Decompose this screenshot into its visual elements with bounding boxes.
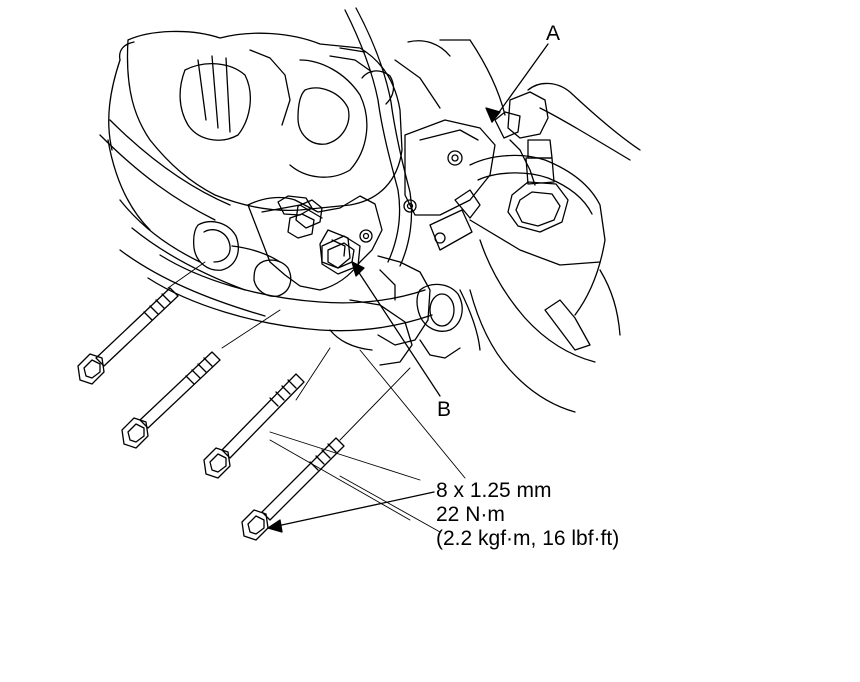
bolt-torque-alt: (2.2 kgf·m, 16 lbf·ft) <box>436 527 620 550</box>
bolt-guide-lines <box>167 261 466 533</box>
bolt-3 <box>203 373 305 479</box>
callout-b-leader <box>351 261 441 397</box>
bolt-2 <box>121 351 221 449</box>
callout-label-b: B <box>437 398 452 421</box>
part-a <box>429 82 641 413</box>
bolt-spec: 8 x 1.25 mm 22 N·m (2.2 kgf·m, 16 lbf·ft… <box>436 479 619 551</box>
engine-outlines <box>108 39 506 359</box>
wire-harness <box>344 7 413 267</box>
alternator <box>126 30 451 211</box>
callout-label-a: A <box>546 22 561 45</box>
bolt-1 <box>77 287 179 385</box>
ac-hose <box>147 221 463 351</box>
bolt-size: 8 x 1.25 mm <box>436 479 552 502</box>
spec-leader <box>267 491 435 533</box>
bolt-torque: 22 N·m <box>436 503 505 526</box>
callout-a-leader <box>485 43 549 123</box>
belt-lines <box>99 119 266 317</box>
